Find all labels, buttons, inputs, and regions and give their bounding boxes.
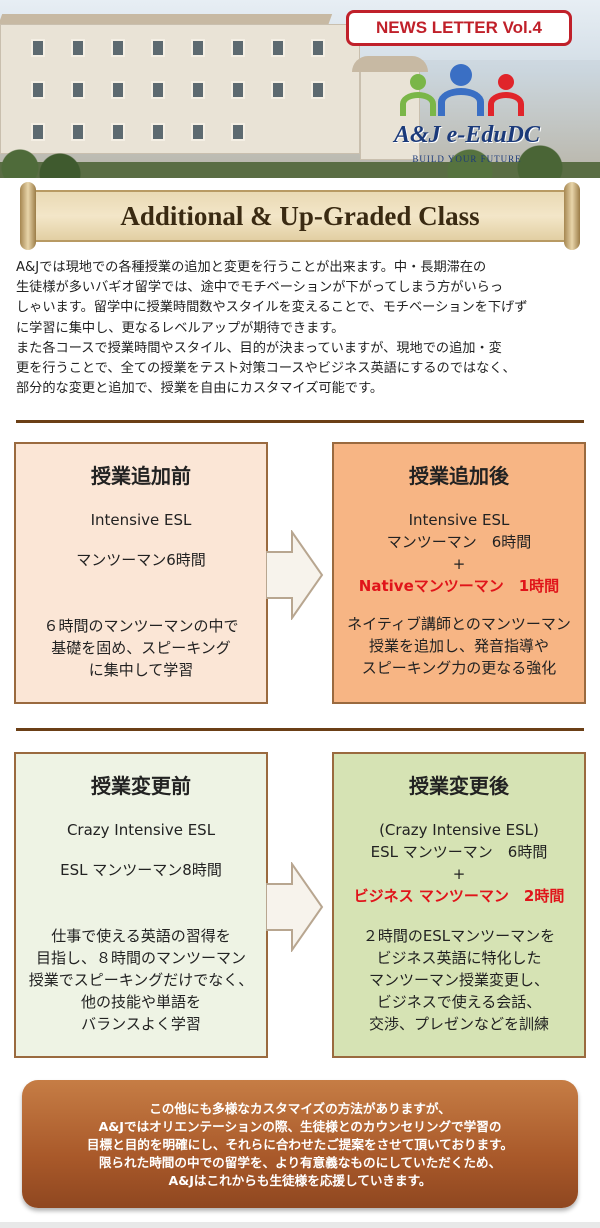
desc-line: 目指し、８時間のマンツーマン: [35, 949, 246, 967]
plus-sign: +: [452, 555, 466, 573]
intro-line: A&Jでは現地での各種授業の追加と変更を行うことが出来ます。中・長期滞在の: [16, 260, 487, 275]
desc-line: 仕事で使える英語の習得を: [51, 927, 231, 945]
box-title: 授業変更前: [91, 774, 191, 798]
course-name: Intensive ESL: [408, 511, 510, 529]
page-title: Additional & Up-Graded Class: [120, 200, 480, 231]
bottom-strip: [0, 1222, 600, 1228]
intro-line: 更を行うことで、全ての授業をテスト対策コースやビジネス英語にするのではなく、: [16, 361, 516, 377]
desc-line: 交渉、プレゼンなどを訓練: [368, 1015, 549, 1033]
change-before-box: 授業変更前 Crazy Intensive ESL ESL マンツーマン8時間 …: [14, 752, 268, 1058]
desc-line: マンツーマン授業変更し、: [368, 971, 549, 989]
footer-line: この他にも多様なカスタマイズの方法がありますが、: [149, 1101, 451, 1116]
addition-after-box: 授業追加後 Intensive ESL マンツーマン 6時間 + Nativeマ…: [332, 442, 586, 704]
desc-line: バランスよく学習: [81, 1015, 201, 1033]
desc-line: 授業を追加し、発音指導や: [368, 637, 549, 655]
people-logo-icon: [392, 60, 542, 120]
intro-line: 生徒様が多いバギオ留学では、途中でモチベーションが下がってしまう方がいらっ: [16, 280, 504, 296]
desc-line: 基礎を固め、スピーキング: [51, 639, 231, 657]
footer-message: この他にも多様なカスタマイズの方法がありますが、 A&Jではオリエンテーションの…: [22, 1080, 578, 1208]
course-name: Intensive ESL: [90, 511, 192, 529]
desc-line: 他の技能や単語を: [80, 993, 201, 1011]
right-arrow-icon: [266, 862, 324, 952]
course-detail: マンツーマン 6時間: [386, 533, 532, 551]
section-divider: [16, 420, 584, 423]
logo-text: A&J e-EduDC: [393, 122, 540, 148]
course-detail: ESL マンツーマン8時間: [60, 861, 222, 879]
box-title: 授業追加後: [409, 464, 509, 488]
footer-line: 限られた時間の中での留学を、より有意義なものにしていただくため、: [98, 1155, 502, 1170]
intro-line: また各コースで授業時間やスタイル、目的が決まっていますが、現地での追加・変: [16, 340, 502, 356]
footer-line: 目標と目的を明確にし、それらに合わせたご提案をさせて頂いております。: [86, 1137, 514, 1152]
changed-class: ビジネス マンツーマン 2時間: [353, 887, 565, 905]
addition-before-box: 授業追加前 Intensive ESL マンツーマン6時間 ６時間のマンツーマン…: [14, 442, 268, 704]
intro-line: 部分的な変更と追加で、授業を自由にカスタマイズ可能です。: [16, 381, 384, 397]
course-name: Crazy Intensive ESL: [66, 821, 216, 839]
logo-tagline: BUILD YOUR FUTURE: [412, 154, 522, 164]
box-title: 授業追加前: [91, 464, 191, 488]
desc-line: ６時間のマンツーマンの中で: [43, 617, 239, 635]
section-divider: [16, 728, 584, 731]
brand-logo: A&J e-EduDC BUILD YOUR FUTURE: [392, 60, 542, 175]
desc-line: ２時間のESLマンツーマンを: [362, 927, 556, 945]
desc-line: ビジネス英語に特化した: [376, 949, 542, 967]
intro-line: に学習に集中し、更なるレベルアップが期待できます。: [16, 320, 345, 336]
newsletter-badge: NEWS LETTER Vol.4: [346, 10, 572, 46]
course-detail: マンツーマン6時間: [76, 551, 206, 569]
desc-line: スピーキング力の更なる強化: [361, 659, 557, 677]
course-detail: ESL マンツーマン 6時間: [370, 843, 548, 861]
plus-sign: +: [452, 865, 466, 883]
desc-line: ネイティブ講師とのマンツーマン: [347, 615, 571, 633]
building-image: [0, 24, 360, 154]
intro-line: しゃいます。留学中に授業時間数やスタイルを変えることで、モチベーションを下げず: [16, 300, 528, 316]
course-name: (Crazy Intensive ESL): [379, 821, 539, 839]
footer-line: A&Jではオリエンテーションの際、生徒様とのカウンセリングで学習の: [98, 1119, 502, 1134]
desc-line: ビジネスで使える会話、: [376, 993, 542, 1011]
title-banner: Additional & Up-Graded Class: [20, 180, 580, 252]
desc-line: に集中して学習: [88, 661, 194, 679]
change-after-box: 授業変更後 (Crazy Intensive ESL) ESL マンツーマン 6…: [332, 752, 586, 1058]
desc-line: 授業でスピーキングだけでなく、: [28, 971, 254, 989]
footer-line: A&Jはこれからも生徒様を応援していきます。: [168, 1173, 432, 1188]
added-class: Nativeマンツーマン 1時間: [358, 577, 560, 595]
box-title: 授業変更後: [409, 774, 509, 798]
intro-paragraph: A&Jでは現地での各種授業の追加と変更を行うことが出来ます。中・長期滞在の 生徒…: [16, 258, 586, 399]
right-arrow-icon: [266, 530, 324, 620]
